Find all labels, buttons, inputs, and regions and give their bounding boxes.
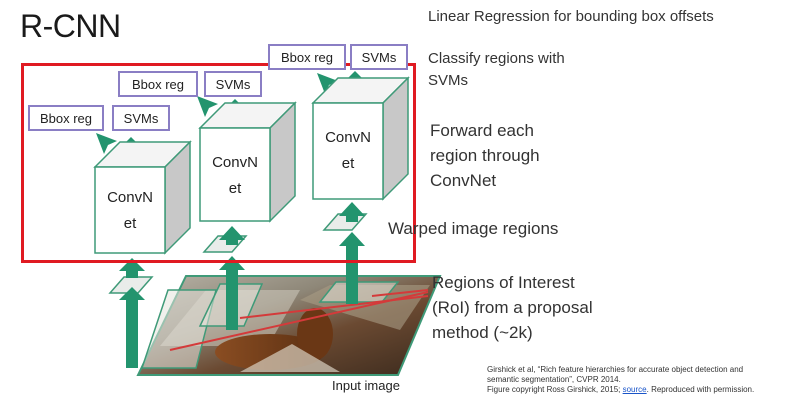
input-image-label: Input image (332, 378, 400, 393)
classify-text: Classify regions with SVMs (428, 50, 565, 89)
convnet-box-2 (198, 101, 297, 223)
svms-tag-3: SVMs (350, 44, 408, 70)
source-link[interactable]: source (622, 385, 647, 394)
convnet-box-1 (93, 140, 192, 255)
warped-text: Warped image regions (388, 219, 559, 238)
svms-tag-1: SVMs (112, 105, 170, 131)
convnet-label-3: ConvN et (325, 129, 371, 172)
forward-text: Forward each region through ConvNet (430, 121, 540, 190)
bbox-reg-tag-3: Bbox reg (268, 44, 346, 70)
bbox-reg-tag-1: Bbox reg (28, 105, 104, 131)
roi-callout-lines (169, 289, 429, 351)
bbox-reg-tag-2: Bbox reg (118, 71, 198, 97)
citation: Girshick et al, “Rich feature hierarchie… (487, 365, 755, 394)
slide-title: R-CNN (20, 8, 121, 44)
roi-text: Regions of Interest (RoI) from a proposa… (432, 273, 593, 342)
convnet-label-2: ConvN et (212, 154, 258, 197)
svms-tag-2: SVMs (204, 71, 262, 97)
linear-regression-text: Linear Regression for bounding box offse… (428, 8, 714, 25)
highlight-frame (21, 63, 416, 263)
convnet-box-3 (311, 76, 410, 201)
convnet-label-1: ConvN et (107, 189, 153, 232)
diagonal-arrows (96, 73, 339, 155)
